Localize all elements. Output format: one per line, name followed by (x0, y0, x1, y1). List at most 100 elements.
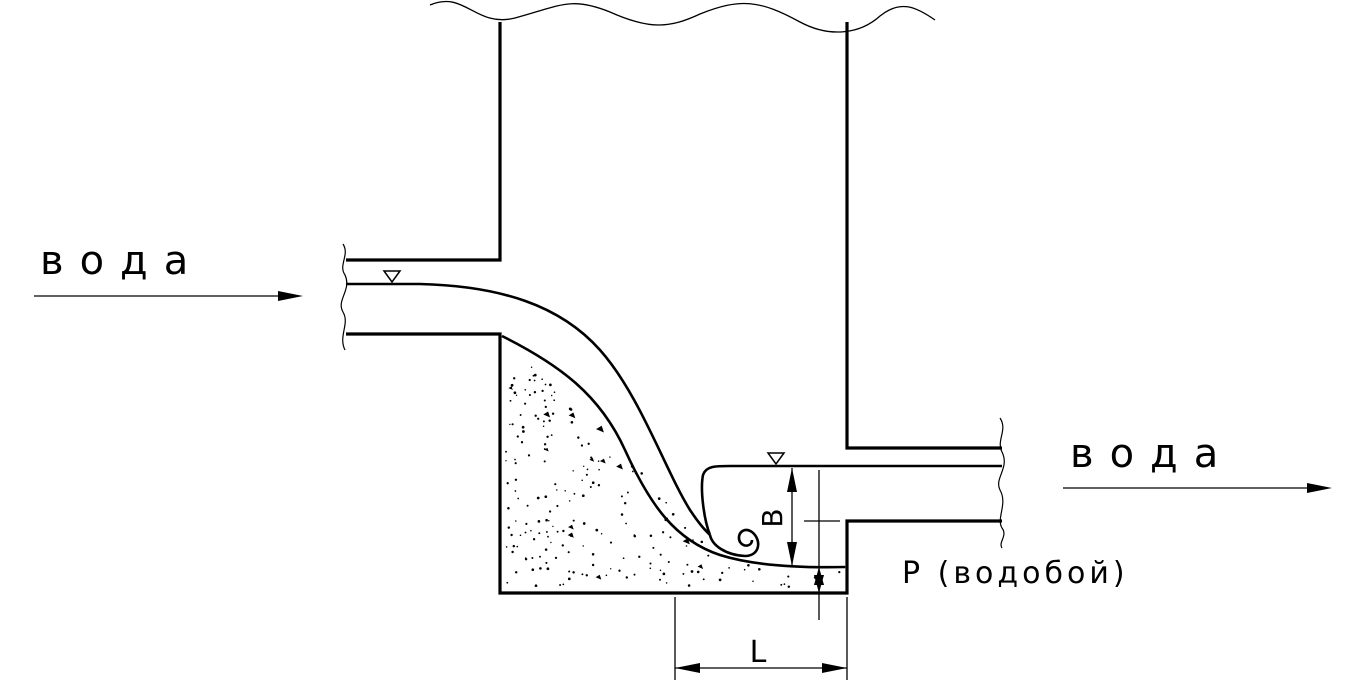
concrete-speck (787, 575, 790, 578)
concrete-speck (780, 583, 783, 586)
concrete-speck (532, 538, 536, 541)
concrete-speck (700, 540, 704, 544)
concrete-speck (581, 573, 584, 576)
concrete-speck (524, 388, 527, 391)
concrete-speck (552, 525, 554, 528)
concrete-speck (515, 394, 518, 396)
concrete-speck (667, 560, 670, 564)
concrete-speck (564, 490, 566, 492)
concrete-speck (568, 407, 572, 411)
concrete-speck (562, 529, 565, 533)
structure-walls (346, 22, 1002, 595)
concrete-speck (514, 478, 518, 481)
concrete-speck (533, 373, 537, 377)
concrete-body (502, 336, 845, 591)
concrete-speck (747, 564, 750, 567)
concrete-speck (516, 435, 519, 438)
concrete-speck (541, 378, 544, 381)
concrete-speck (718, 578, 722, 582)
flow-arrow-in-head (278, 291, 303, 301)
concrete-speck (515, 520, 517, 522)
dimension-l (674, 597, 848, 680)
concrete-speck (589, 486, 592, 488)
top-break-line (429, 0, 936, 33)
concrete-speck (696, 570, 700, 574)
concrete-speck (542, 420, 545, 423)
concrete-speck (591, 563, 595, 567)
concrete-speck (543, 399, 546, 402)
concrete-speck (682, 572, 685, 575)
concrete-speck (551, 412, 555, 415)
concrete-speck (550, 434, 553, 436)
concrete-speck (514, 458, 516, 461)
concrete-speck (570, 420, 574, 424)
concrete-speck (665, 582, 668, 584)
concrete-speck (581, 494, 585, 498)
concrete-speck (684, 526, 687, 529)
concrete-speck (586, 468, 589, 471)
concrete-speck (640, 472, 643, 475)
label-basin-p: P (водобой) (902, 556, 1129, 591)
concrete-speck (524, 531, 527, 534)
concrete-speck (568, 570, 571, 573)
concrete-speck (537, 417, 540, 420)
concrete-aggregate (544, 447, 549, 452)
concrete-speck (513, 377, 516, 380)
concrete-speck (581, 479, 583, 482)
concrete-speck (620, 495, 623, 498)
concrete-speck (531, 557, 534, 559)
concrete-speck (539, 555, 541, 558)
concrete-speck (556, 530, 559, 533)
concrete-speck (553, 399, 556, 402)
concrete-speck (728, 567, 730, 569)
concrete-speck (514, 490, 517, 492)
concrete-speck (510, 533, 513, 537)
concrete-aggregate (568, 524, 574, 530)
label-length-l: L (750, 635, 771, 670)
concrete-speck (618, 569, 621, 572)
concrete-speck (591, 553, 595, 556)
concrete-speck (573, 492, 576, 495)
concrete-speck (582, 522, 586, 525)
concrete-speck (546, 567, 550, 571)
concrete-speck (783, 583, 786, 585)
concrete-speck (525, 522, 528, 525)
concrete-speck (590, 456, 593, 459)
concrete-speck (554, 556, 558, 560)
concrete-speck (721, 571, 724, 575)
concrete-speck (530, 366, 533, 368)
concrete-speck (598, 468, 600, 471)
concrete-speck (561, 544, 564, 547)
concrete-aggregate (616, 463, 623, 470)
concrete-aggregate (568, 412, 576, 419)
concrete-aggregate (595, 574, 602, 580)
concrete-speck (507, 526, 511, 529)
concrete-speck (686, 563, 689, 566)
concrete-speck (572, 519, 575, 522)
concrete-speck (544, 548, 548, 551)
concrete-speck (544, 405, 547, 409)
concrete-speck (633, 534, 636, 536)
concrete-speck (591, 481, 595, 485)
water-flow (346, 282, 1002, 569)
concrete-speck (522, 430, 525, 433)
concrete-speck (659, 569, 662, 571)
concrete-speck (544, 495, 548, 499)
water-surface-upper (346, 282, 711, 536)
concrete-speck (543, 460, 546, 463)
water-level-marker-inlet (382, 270, 402, 284)
concrete-speck (669, 536, 672, 539)
concrete-speck (662, 572, 666, 576)
flow-arrow-out-head (1307, 483, 1332, 493)
concrete-speck (620, 513, 624, 516)
concrete-speck (567, 551, 570, 554)
concrete-speck (513, 391, 517, 395)
concrete-speck (524, 402, 527, 405)
concrete-aggregate (596, 425, 604, 433)
concrete-speck (572, 470, 574, 472)
concrete-speck (526, 504, 529, 507)
concrete-aggregate (697, 564, 704, 569)
concrete-speck (507, 507, 510, 510)
concrete-speck (517, 497, 520, 500)
concrete-speck (582, 465, 585, 468)
